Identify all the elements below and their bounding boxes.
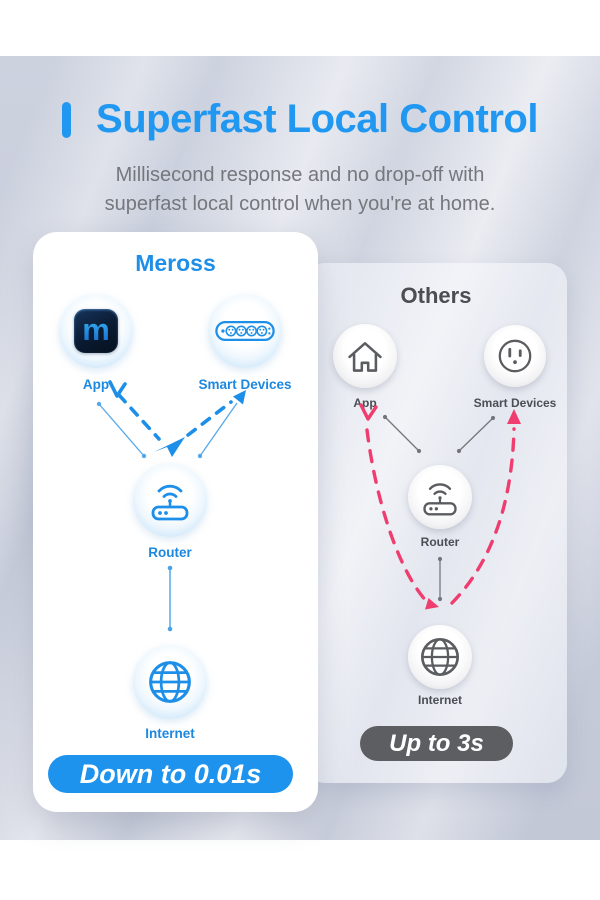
others-card: Others	[305, 263, 567, 783]
globe-icon	[149, 661, 191, 703]
power-strip-icon	[215, 320, 275, 342]
others-router-bubble	[408, 465, 472, 529]
house-icon	[348, 342, 382, 372]
bottom-white-strip	[0, 840, 600, 900]
meross-internet-label: Internet	[145, 726, 195, 741]
globe-icon	[421, 638, 459, 676]
meross-card-title: Meross	[135, 250, 216, 276]
meross-internet-bubble	[133, 645, 207, 719]
router-icon	[151, 484, 189, 521]
others-app-bubble	[333, 324, 397, 388]
others-speed-badge: Up to 3s	[360, 726, 513, 761]
others-router-label: Router	[420, 535, 460, 549]
title-accent-bar	[62, 101, 72, 138]
others-smart-devices-bubble	[484, 325, 546, 387]
outlet-icon	[498, 339, 532, 373]
subtitle-line-2: superfast local control when you're at h…	[104, 193, 496, 215]
others-card-title: Others	[400, 283, 472, 308]
others-smart-devices-label: Smart Devices	[473, 396, 557, 410]
meross-smart-devices-label: Smart Devices	[198, 377, 292, 392]
meross-router-bubble	[133, 463, 207, 537]
meross-app-bubble: m	[59, 294, 133, 368]
meross-card: Meross m	[33, 232, 318, 812]
page-title: Superfast Local Control	[96, 97, 538, 141]
page-subtitle: Millisecond response and no drop-off wit…	[0, 161, 600, 219]
meross-router-label: Router	[148, 545, 192, 560]
meross-speed-badge: Down to 0.01s	[48, 755, 293, 793]
page-title-row: Superfast Local Control	[0, 97, 600, 142]
subtitle-line-1: Millisecond response and no drop-off wit…	[115, 164, 485, 186]
meross-app-label: App	[82, 377, 110, 392]
others-internet-bubble	[408, 625, 472, 689]
paper-plane-icon	[154, 437, 185, 457]
meross-app-icon: m	[74, 309, 118, 353]
meross-logo-letter: m	[82, 311, 110, 347]
meross-smart-devices-bubble	[208, 294, 282, 368]
top-white-strip	[0, 0, 600, 56]
router-icon	[423, 483, 457, 516]
others-internet-label: Internet	[417, 693, 462, 707]
